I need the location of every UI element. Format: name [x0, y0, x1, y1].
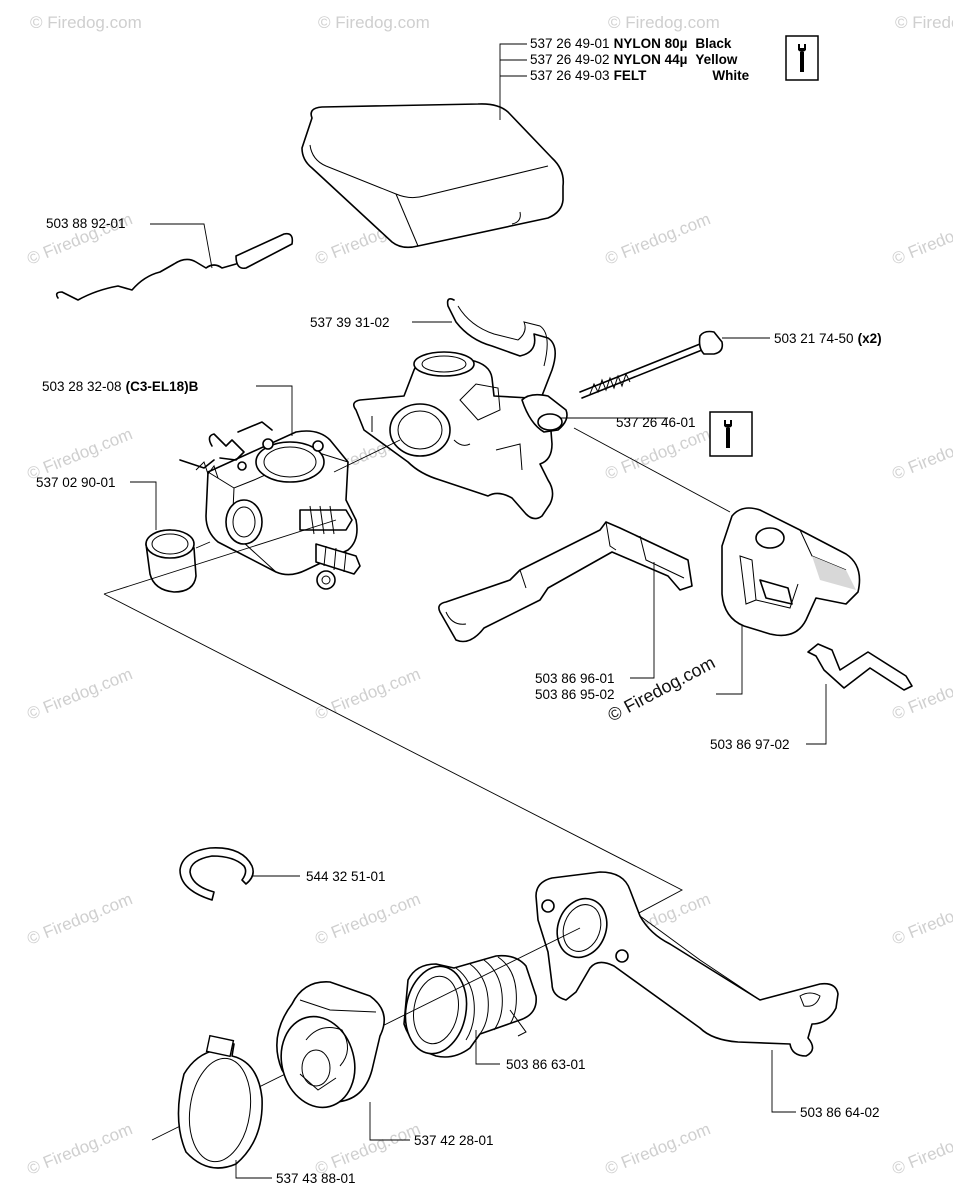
watermark: © Firedog.com — [895, 13, 953, 32]
watermark-center: © Firedog.com — [604, 652, 718, 725]
watermark: © Firedog.com — [608, 13, 720, 32]
intake-leader — [475, 1030, 500, 1065]
watermark: © Firedog.com — [889, 209, 953, 268]
air-filter — [301, 103, 565, 249]
lever-2-label: 503 86 95-02 — [535, 687, 615, 702]
assembly-axis — [573, 427, 731, 513]
watermark: © Firedog.com — [602, 209, 713, 268]
bracket-label: 503 86 64-02 — [800, 1105, 880, 1120]
retaining-ring — [179, 847, 254, 901]
bolt-label: 503 21 74-50(x2) — [774, 331, 882, 346]
wrench-icon — [785, 35, 819, 81]
watermark: © Firedog.com — [312, 664, 423, 723]
wrench-icon — [709, 411, 753, 457]
filter-leaders — [499, 43, 527, 120]
throttle-lever — [438, 521, 693, 643]
air-housing-label: 537 26 46-01 — [616, 415, 696, 430]
carburetor — [179, 421, 361, 590]
gasket-frame-label: 537 39 31-02 — [310, 315, 390, 330]
sleeve-label: 537 02 90-01 — [36, 475, 116, 490]
watermark: © Firedog.com — [30, 13, 142, 32]
intake-bracket — [535, 871, 839, 1057]
carb-axis — [333, 439, 401, 473]
watermark: © Firedog.com — [312, 889, 423, 948]
sleeve — [145, 529, 197, 593]
clamp-leader — [235, 1160, 272, 1179]
watermark: © Firedog.com — [602, 424, 713, 483]
watermark: © Firedog.com — [312, 1119, 423, 1178]
choke-rod-leader — [150, 223, 213, 269]
bracket-leader — [771, 1050, 796, 1113]
watermark: © Firedog.com — [24, 889, 135, 948]
ring-label: 544 32 51-01 — [306, 869, 386, 884]
watermark: © Firedog.com — [24, 1119, 135, 1178]
watermark: © Firedog.com — [889, 424, 953, 483]
sleeve-leader — [130, 481, 157, 530]
bolt — [579, 330, 724, 399]
clamp — [177, 1034, 263, 1169]
lever-leader-2 — [716, 620, 743, 695]
carb-label: 503 28 32-08(C3-EL18)B — [42, 379, 199, 394]
spring — [807, 643, 913, 691]
guide-line — [103, 519, 683, 923]
watermark: © Firedog.com — [602, 1119, 713, 1178]
choke-rod — [55, 232, 294, 301]
sleeve-axis — [195, 541, 211, 549]
intake-boot — [403, 954, 537, 1058]
spring-label: 503 86 97-02 — [710, 737, 790, 752]
clamp-label: 537 43 88-01 — [276, 1171, 356, 1186]
choke-rod-label: 503 88 92-01 — [46, 216, 126, 231]
intake-label: 503 86 63-01 — [506, 1057, 586, 1072]
choke-housing — [721, 507, 861, 637]
spring-leader — [806, 684, 827, 745]
lever-leader-1 — [630, 562, 655, 679]
carburetor-adapter — [352, 351, 568, 520]
watermark: © Firedog.com — [889, 1119, 953, 1178]
lever-1-label: 503 86 96-01 — [535, 671, 615, 686]
carb-leader — [256, 385, 293, 436]
boot-label: 537 42 28-01 — [414, 1133, 494, 1148]
flange-boot — [276, 981, 386, 1109]
watermark: © Firedog.com — [318, 13, 430, 32]
flange-leader — [369, 1102, 410, 1141]
watermark: © Firedog.com — [889, 889, 953, 948]
watermark: © Firedog.com — [24, 664, 135, 723]
